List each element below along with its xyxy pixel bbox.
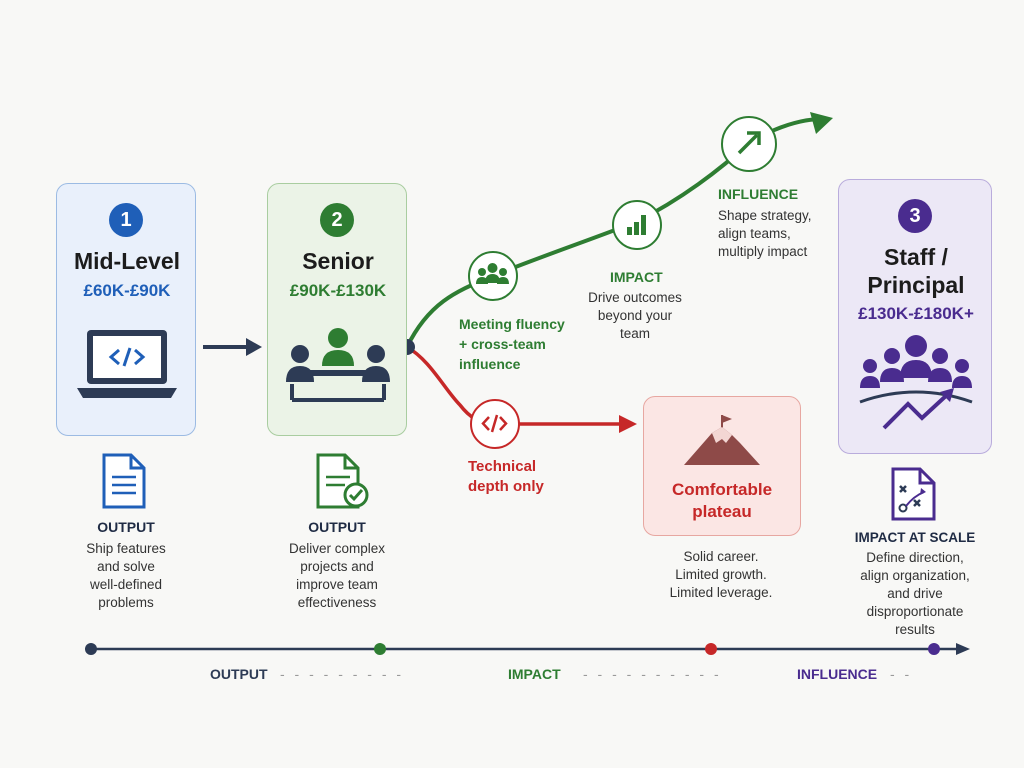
meeting-line-1: Meeting fluency: [459, 316, 565, 332]
influence-heading: INFLUENCE: [718, 186, 799, 202]
code-icon: [481, 414, 508, 433]
influence-description: Shape strategy, align teams, multiply im…: [718, 207, 812, 261]
meeting-line-2: + cross-team: [459, 336, 546, 352]
impact-heading: IMPACT: [610, 269, 663, 285]
strategy-document-icon: [891, 467, 936, 521]
mid-line-3: well-defined: [89, 577, 163, 592]
senior-line-3: improve team: [296, 577, 378, 592]
staff-line-5: results: [895, 622, 935, 637]
mid-line-4: problems: [98, 595, 154, 610]
timeline-dash-1: - - - - - - - - -: [280, 666, 405, 682]
team-meeting-icon: [286, 328, 390, 402]
timeline-arrowhead: [956, 643, 970, 655]
staff-line-2: align organization,: [860, 568, 970, 583]
stage-card-senior: 2 Senior £90K-£130K: [267, 183, 407, 436]
impact-line-2: beyond your: [597, 308, 673, 323]
timeline-label-output: OUTPUT: [210, 666, 268, 682]
timeline-dot-senior: [374, 643, 386, 655]
influence-line-3: multiply impact: [718, 244, 808, 259]
technical-depth-label: Technical depth only: [468, 457, 544, 497]
salary-range: £90K-£130K: [289, 281, 387, 300]
timeline-dot-output: [85, 643, 97, 655]
document-check-icon: [316, 453, 369, 509]
impact-at-scale-description: Define direction, align organization, an…: [830, 549, 1000, 639]
plateau-description: Solid career. Limited growth. Limited le…: [643, 548, 799, 602]
group-icon-node: [468, 251, 518, 301]
timeline-label-impact: IMPACT: [508, 666, 561, 682]
plateau-title-line-1: Comfortable: [671, 480, 773, 499]
technical-line-2: depth only: [468, 478, 544, 495]
impact-description: Drive outcomes beyond your team: [588, 289, 682, 343]
senior-line-1: Deliver complex: [288, 541, 386, 556]
plateau-card: Comfortable plateau: [643, 396, 801, 536]
plateau-arrowhead: [619, 415, 637, 433]
output-description-mid: Ship features and solve well-defined pro…: [56, 540, 196, 612]
arrow-up-right-node: [721, 116, 777, 172]
timeline-label-influence: INFLUENCE: [797, 666, 878, 682]
senior-line-4: effectiveness: [297, 595, 377, 610]
senior-line-2: projects and: [300, 559, 374, 574]
crowd-growth-icon: [859, 335, 973, 430]
mid-line-2: and solve: [97, 559, 155, 574]
stage-card-mid-level: 1 Mid-Level £60K-£90K: [56, 183, 196, 436]
stage-title-line1: Staff /: [884, 244, 948, 270]
group-icon: [476, 263, 509, 284]
timeline-dot-staff: [928, 643, 940, 655]
plateau-title: Comfortable plateau: [644, 479, 800, 523]
impact-line-3: team: [619, 326, 650, 341]
document-icon: [102, 453, 146, 509]
impact-at-scale-heading: IMPACT AT SCALE: [854, 530, 976, 545]
stage-title: Senior: [302, 248, 374, 274]
stage-badge-1: 1: [109, 203, 143, 237]
meeting-fluency-label: Meeting fluency + cross-team influence: [459, 314, 565, 374]
impact-line-1: Drive outcomes: [588, 290, 682, 305]
stage-badge-3: 3: [898, 199, 932, 233]
laptop-code-icon: [77, 330, 177, 398]
bar-chart-node: [612, 200, 662, 250]
output-heading-mid: OUTPUT: [97, 519, 155, 535]
plateau-desc-line-1: Solid career.: [683, 549, 759, 564]
growth-arrowhead: [810, 112, 833, 134]
influence-line-1: Shape strategy,: [718, 208, 812, 223]
staff-line-1: Define direction,: [866, 550, 964, 565]
mountain-flag-icon: [684, 415, 760, 465]
output-description-senior: Deliver complex projects and improve tea…: [267, 540, 407, 612]
arrow-mid-to-senior: [203, 338, 262, 356]
stage-title-line2: Principal: [867, 272, 965, 298]
influence-line-2: align teams,: [718, 226, 791, 241]
salary-range: £130K-£180K+: [858, 304, 974, 323]
stage-card-staff-principal: 3 Staff / Principal £130K-£180K+: [838, 179, 992, 454]
arrow-up-right-icon: [737, 131, 761, 155]
technical-line-1: Technical: [468, 458, 537, 475]
plateau-title-line-2: plateau: [692, 502, 752, 521]
timeline-dot-plateau: [705, 643, 717, 655]
staff-line-3: and drive: [887, 586, 943, 601]
meeting-line-3: influence: [459, 356, 521, 372]
timeline-dash-2: - - - - - - - - - -: [583, 666, 722, 682]
stage-title: Mid-Level: [73, 248, 181, 274]
stage-badge-2: 2: [320, 203, 354, 237]
plateau-desc-line-2: Limited growth.: [675, 567, 767, 582]
output-heading-senior: OUTPUT: [308, 519, 366, 535]
code-icon-node: [470, 399, 520, 449]
plateau-desc-line-3: Limited leverage.: [669, 585, 773, 600]
mid-line-1: Ship features: [86, 541, 166, 556]
timeline-dash-3: - -: [890, 666, 913, 682]
staff-line-4: disproportionate: [866, 604, 964, 619]
salary-range: £60K-£90K: [83, 281, 171, 300]
bar-chart-icon: [627, 215, 646, 235]
